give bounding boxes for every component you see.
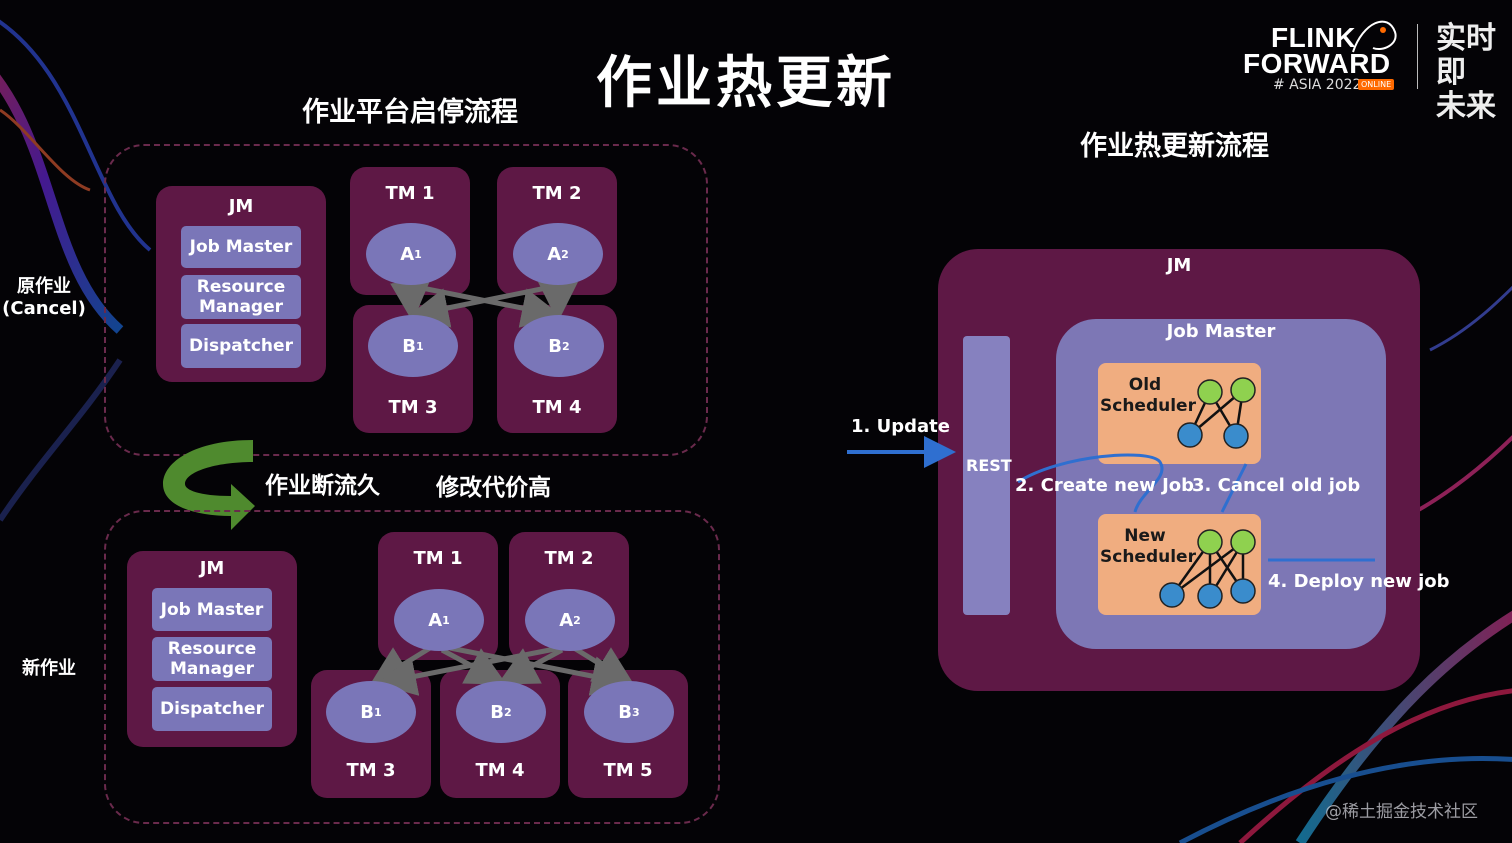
old-task-b1-text: B [402,335,417,357]
logo-line2: FORWARD [1243,48,1391,79]
new-job-master-box: Job Master [152,588,272,631]
new-edge-a2-b3 [572,645,635,686]
old-jm-title: JM [228,196,254,217]
old-jm-panel: JM Job Master Resource Manager Dispatche… [156,186,326,382]
left-heading: 作业平台启停流程 [302,97,518,128]
old-tm3-label: TM 3 [388,397,438,418]
slogan: 实时即 未来 [1436,22,1512,124]
watermark: @稀土掘金技术社区 [1325,802,1478,822]
new-task-b1-text: B [360,701,375,723]
cancel-job-arrow [1220,463,1248,513]
old-task-b2-sub: 2 [562,339,570,353]
new-job-boundary [104,510,720,824]
old-tm1-label: TM 1 [385,183,435,204]
old-task-a2-sub: 2 [561,247,569,261]
cost-text: 修改代价高 [436,475,551,501]
new-task-b1-sub: 1 [374,705,382,719]
logo-divider [1417,24,1418,89]
slogan-line1: 实时即 [1436,21,1496,90]
step4-label: 4. Deploy new job [1268,571,1450,592]
old-node-2 [1230,377,1256,403]
new-job-label: 新作业 [22,658,76,679]
old-tm2-label: TM 2 [532,183,582,204]
new-task-b2-sub: 2 [504,705,512,719]
hot-job-master-title: Job Master [1166,321,1276,342]
old-task-b1-sub: 1 [416,339,424,353]
old-resource-manager-box: Resource Manager [181,275,301,319]
old-node-1 [1197,379,1223,405]
old-job-label: 原作业 (Cancel) [2,276,86,319]
old-dispatcher-box: Dispatcher [181,324,301,368]
squirrel-icon [1352,20,1397,53]
old-job-master-box: Job Master [181,226,301,268]
old-task-b2-text: B [548,335,563,357]
step2-label: 2. Create new Job [1015,475,1195,496]
restart-arrow-icon [163,440,255,530]
new-task-a1-text: A [428,609,443,631]
new-resource-manager-box: Resource Manager [152,637,272,681]
old-task-a1-text: A [400,243,415,265]
step3-label: 3. Cancel old job [1192,475,1361,496]
old-task-a1-sub: 1 [414,247,422,261]
new-jm-title: JM [199,558,225,579]
old-tm4-label: TM 4 [532,397,582,418]
new-edge-a2-b2 [497,647,564,685]
new-task-b3-text: B [618,701,633,723]
new-jm-panel: JM Job Master Resource Manager Dispatche… [127,551,297,747]
new-tm1-label: TM 1 [413,548,463,569]
new-task-b2-text: B [490,701,505,723]
new-task-a2-text: A [559,609,574,631]
new-node-4 [1197,583,1223,609]
online-badge: ONLINE [1358,79,1395,90]
hot-jm-title: JM [1166,255,1192,276]
old-job-boundary [104,144,708,456]
page-title: 作业热更新 [596,51,896,116]
new-tm2-label: TM 2 [544,548,594,569]
rest-endpoint [963,336,1010,615]
new-dispatcher-box: Dispatcher [152,687,272,731]
new-node-1 [1197,529,1223,555]
old-node-3 [1177,422,1203,448]
create-job-arrow [1017,453,1164,513]
flink-forward-logo: FLINK FORWARD # ASIA 2022 ONLINE [1243,20,1403,95]
old-task-a2-text: A [547,243,562,265]
right-heading: 作业热更新流程 [1080,131,1269,162]
new-task-b3-sub: 3 [632,705,640,719]
logo-line1: FLINK [1271,22,1356,53]
logo-line3: # ASIA 2022 [1273,77,1362,93]
new-scheduler-label: New Scheduler [1100,526,1196,567]
new-tm4-label: TM 4 [475,760,525,781]
new-task-a2-sub: 2 [573,613,581,627]
old-node-4 [1223,423,1249,449]
step1-label: 1. Update [851,416,950,437]
slogan-line2: 未来 [1436,89,1496,124]
old-scheduler-label: Old Scheduler [1100,375,1196,416]
new-node-5 [1230,578,1256,604]
new-task-a1-sub: 1 [442,613,450,627]
interrupt-text: 作业断流久 [265,473,380,499]
new-tm3-label: TM 3 [346,760,396,781]
new-node-2 [1230,529,1256,555]
new-tm5-label: TM 5 [603,760,653,781]
rest-label: REST [966,456,1012,475]
old-edge-a2-b1 [408,283,557,328]
new-node-3 [1159,582,1185,608]
